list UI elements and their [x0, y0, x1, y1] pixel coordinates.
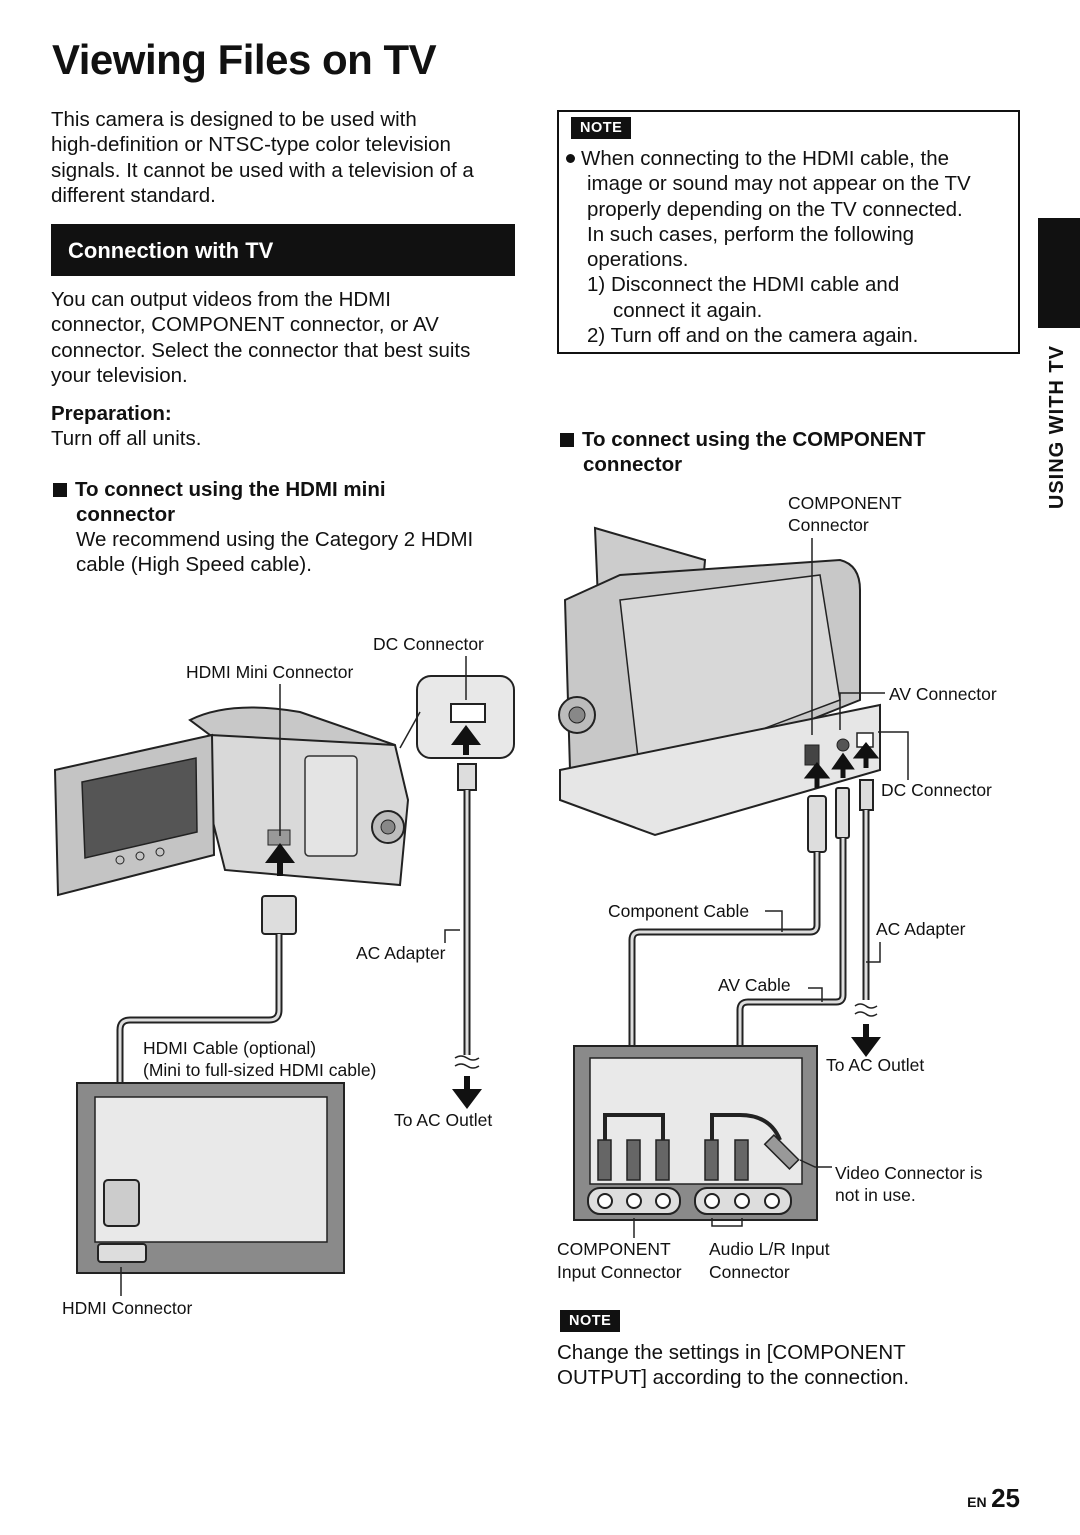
audio-input-label: Audio L/R Input — [709, 1239, 830, 1259]
av-cable-label: AV Cable — [718, 975, 791, 995]
hdmi-mini-plug-icon — [261, 895, 297, 935]
preparation-label: Preparation: — [51, 402, 172, 425]
component-connector-label: COMPONENT — [788, 493, 902, 513]
dc-plug-icon — [457, 763, 477, 791]
tv-illustration — [76, 1082, 345, 1274]
note-tag: NOTE — [571, 117, 632, 139]
intro-paragraph: This camera is designed to be used with … — [51, 107, 474, 208]
component-input-label: COMPONENT — [557, 1239, 671, 1259]
page-number-value: 25 — [991, 1483, 1020, 1513]
bullet-icon — [566, 154, 575, 163]
intro-line: high-definition or NTSC-type color telev… — [51, 133, 451, 157]
square-bullet-icon — [560, 433, 574, 447]
section-line: connector. Select the connector that bes… — [51, 338, 471, 362]
note-step-line: connect it again. — [613, 298, 763, 322]
hdmi-heading: To connect using the HDMI mini connector — [53, 477, 386, 528]
arrow-up-icon — [831, 752, 855, 778]
audio-input-label: Connector — [709, 1262, 790, 1282]
page-number: EN 25 — [967, 1483, 1020, 1514]
to-ac-outlet-label: To AC Outlet — [826, 1055, 924, 1075]
hdmi-mini-connector-label: HDMI Mini Connector — [186, 662, 353, 682]
camcorder-illustration — [558, 526, 881, 837]
component-heading-line: To connect using the COMPONENT — [582, 428, 926, 451]
page-title: Viewing Files on TV — [52, 36, 437, 83]
hdmi-connector-label: HDMI Connector — [62, 1298, 192, 1318]
tv-illustration — [573, 1045, 818, 1221]
preparation-text: Turn off all units. — [51, 427, 202, 450]
section-header-bar: Connection with TV — [51, 224, 515, 276]
note-line: Change the settings in [COMPONENT — [557, 1341, 906, 1364]
page-lang: EN — [967, 1494, 987, 1510]
note-bullet-line: When connecting to the HDMI cable, the — [566, 146, 971, 171]
intro-line: This camera is designed to be used with — [51, 108, 417, 131]
dc-connector-label: DC Connector — [881, 780, 992, 800]
note-step: 2) Turn off and on the camera again. — [587, 324, 919, 348]
component-connector-label: Connector — [788, 515, 869, 535]
to-ac-outlet-label: To AC Outlet — [394, 1110, 492, 1130]
note-tag: NOTE — [560, 1310, 621, 1332]
section-line: connector, COMPONENT connector, or AV — [51, 313, 439, 337]
section-line: your television. — [51, 363, 188, 387]
component-plug-icon — [807, 795, 827, 853]
arrow-up-icon — [451, 725, 481, 755]
square-bullet-icon — [53, 483, 67, 497]
av-plug-icon — [835, 787, 850, 839]
section-body: You can output videos from the HDMI conn… — [51, 287, 470, 388]
video-connector-label: not in use. — [835, 1185, 916, 1205]
hdmi-heading-line: connector — [76, 503, 176, 527]
camcorder-illustration — [53, 706, 410, 897]
hdmi-port-icon — [97, 1243, 147, 1263]
hdmi-body-line: cable (High Speed cable). — [76, 553, 312, 577]
note-bullet-line: properly depending on the TV connected. — [587, 197, 963, 221]
intro-line: signals. It cannot be used with a televi… — [51, 158, 474, 182]
component-connection-diagram: COMPONENT Connector AV Connector DC Conn… — [557, 493, 997, 1282]
side-tab-marker — [1038, 218, 1080, 328]
arrow-up-icon — [852, 741, 880, 768]
hdmi-connection-diagram: DC Connector HDMI Mini Connector AC Adap… — [53, 634, 515, 1318]
hdmi-cable-label: HDMI Cable (optional) — [143, 1038, 316, 1058]
note-line: OUTPUT] according to the connection. — [557, 1366, 910, 1390]
av-connector-label: AV Connector — [889, 684, 997, 704]
dc-connector-label: DC Connector — [373, 634, 484, 654]
component-heading: To connect using the COMPONENT connector — [560, 427, 926, 478]
hdmi-body-line: We recommend using the Category 2 HDMI — [76, 528, 474, 551]
hdmi-heading-line: To connect using the HDMI mini — [75, 478, 386, 501]
dc-connector-inset — [399, 675, 515, 759]
arrow-down-icon — [851, 1024, 881, 1057]
component-heading-line: connector — [583, 453, 683, 477]
ac-adapter-label: AC Adapter — [356, 943, 446, 963]
component-input-label: Input Connector — [557, 1262, 682, 1282]
video-connector-label: Video Connector is — [835, 1163, 983, 1183]
side-tab-label: USING WITH TV — [1046, 345, 1068, 510]
note-bottom-content: Change the settings in [COMPONENT OUTPUT… — [557, 1340, 909, 1391]
ac-adapter-label: AC Adapter — [876, 919, 966, 939]
dc-plug-icon — [859, 779, 874, 811]
section-line: You can output videos from the HDMI — [51, 288, 391, 311]
note-content: When connecting to the HDMI cable, the i… — [566, 146, 971, 348]
section-title: Connection with TV — [68, 238, 274, 263]
arrow-down-icon — [452, 1076, 482, 1109]
arrow-up-icon — [265, 843, 295, 876]
intro-line: different standard. — [51, 183, 216, 207]
note-box — [557, 110, 1020, 354]
hdmi-cable-label: (Mini to full-sized HDMI cable) — [143, 1060, 376, 1080]
note-step: 1) Disconnect the HDMI cable and — [587, 273, 900, 297]
note-bullet-line: image or sound may not appear on the TV — [587, 172, 971, 196]
note-bullet-line: In such cases, perform the following — [587, 222, 915, 246]
note-bullet-line: operations. — [587, 248, 689, 272]
hdmi-body: We recommend using the Category 2 HDMI c… — [76, 527, 473, 578]
component-cable-label: Component Cable — [608, 901, 749, 921]
arrow-up-icon — [803, 761, 831, 788]
